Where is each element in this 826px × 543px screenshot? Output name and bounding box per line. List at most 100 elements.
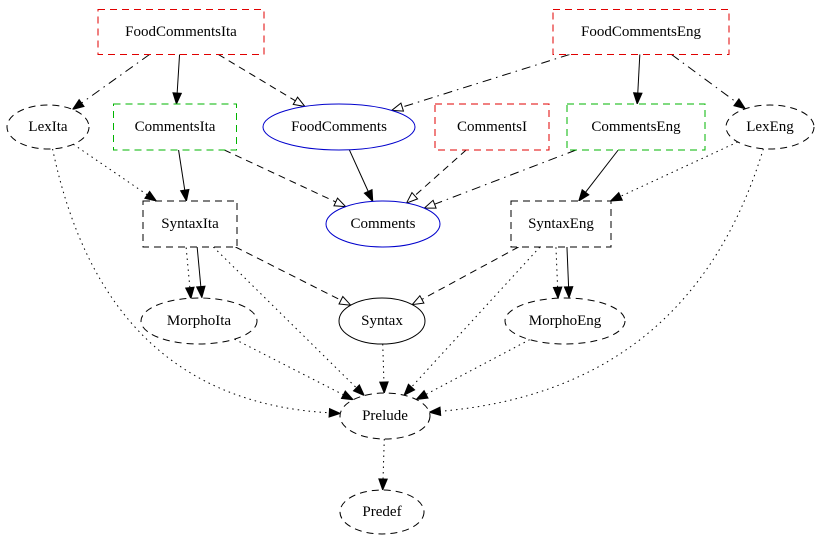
node-shape-FoodCommentsEng: [552, 9, 730, 55]
node-CommentsIta: CommentsIta: [113, 103, 237, 151]
edge-CommentsI-Comments: [414, 149, 467, 197]
arrowhead-icon-FoodCommentsIta-FoodComments: [292, 96, 307, 108]
edge-Syntax-Prelude: [382, 343, 385, 383]
node-shape-MorphoIta: [140, 297, 258, 345]
node-label-FoodCommentsEng: FoodCommentsEng: [581, 24, 702, 40]
node-shape-CommentsIta: [113, 103, 237, 151]
arrowhead-icon-Prelude-Predef: [378, 478, 388, 492]
node-shape-Predef: [339, 489, 425, 535]
node-FoodCommentsEng: FoodCommentsEng: [552, 9, 730, 55]
node-label-FoodComments: FoodComments: [291, 119, 387, 135]
node-label-FoodCommentsIta: FoodCommentsIta: [125, 24, 237, 40]
node-label-CommentsIta: CommentsIta: [135, 119, 216, 135]
arrowhead-icon-LexEng-Prelude: [427, 406, 442, 417]
node-CommentsI: CommentsI: [434, 103, 550, 151]
edge-CommentsIta-SyntaxIta: [178, 149, 186, 191]
arrowhead-icon-MorphoIta-Prelude: [340, 390, 355, 401]
edge-CommentsEng-SyntaxEng: [585, 149, 619, 193]
node-label-Prelude: Prelude: [362, 408, 408, 424]
node-label-CommentsEng: CommentsEng: [591, 119, 681, 135]
node-Prelude: Prelude: [339, 392, 431, 440]
node-label-SyntaxEng: SyntaxEng: [528, 216, 594, 232]
edge-SyntaxIta-Syntax: [235, 246, 342, 301]
node-shape-FoodComments: [262, 103, 416, 151]
node-label-MorphoIta: MorphoIta: [167, 313, 231, 329]
node-MorphoIta: MorphoIta: [140, 297, 258, 345]
node-Predef: Predef: [339, 489, 425, 535]
edge-LexEng-Prelude: [440, 148, 764, 412]
node-shape-Syntax: [338, 297, 426, 345]
arrowhead-icon-CommentsI-Comments: [405, 191, 419, 204]
node-FoodComments: FoodComments: [262, 103, 416, 151]
arrowhead-icon-CommentsEng-SyntaxEng: [577, 188, 590, 203]
edge-CommentsIta-Comments: [224, 149, 336, 203]
arrowhead-icon-SyntaxIta-MorphoIta: [195, 285, 206, 299]
node-label-Syntax: Syntax: [361, 313, 403, 329]
edge-FoodCommentsEng-CommentsEng: [637, 54, 641, 94]
node-label-SyntaxIta: SyntaxIta: [161, 216, 219, 232]
arrowhead-icon-FoodCommentsEng-LexEng: [733, 98, 747, 110]
node-LexEng: LexEng: [725, 104, 815, 150]
edge-Prelude-Predef: [382, 438, 385, 480]
edge-SyntaxEng-Syntax: [421, 246, 519, 300]
arrowhead-icon-FoodCommentsIta-CommentsIta: [172, 92, 183, 106]
node-label-LexIta: LexIta: [28, 119, 67, 135]
edge-LexIta-SyntaxIta: [73, 143, 148, 196]
node-shape-Prelude: [339, 392, 431, 440]
node-Comments: Comments: [325, 200, 441, 248]
edge-MorphoEng-Prelude: [425, 339, 530, 395]
edge-FoodCommentsEng-LexEng: [671, 54, 737, 103]
edge-FoodCommentsIta-LexIta: [81, 54, 150, 104]
node-label-CommentsI: CommentsI: [457, 119, 527, 135]
arrowhead-icon-SyntaxEng-Syntax: [410, 294, 425, 306]
arrowhead-icon-LexIta-SyntaxIta: [144, 190, 158, 202]
edge-MorphoIta-Prelude: [234, 338, 344, 396]
edge-SyntaxEng-MorphoEng: [555, 247, 559, 288]
edge-FoodCommentsIta-FoodComments: [218, 54, 296, 102]
arrowhead-icon-SyntaxIta-MorphoIta: [184, 286, 195, 300]
node-shape-CommentsEng: [566, 103, 706, 151]
arrowhead-icon-LexEng-SyntaxEng: [609, 191, 624, 202]
edge-LexIta-Prelude: [52, 148, 330, 414]
edge-FoodComments-Comments: [348, 149, 369, 192]
node-label-MorphoEng: MorphoEng: [529, 313, 602, 329]
node-CommentsEng: CommentsEng: [566, 103, 706, 151]
node-LexIta: LexIta: [6, 104, 90, 150]
node-shape-FoodCommentsIta: [97, 9, 265, 55]
node-shape-MorphoEng: [504, 297, 626, 345]
edge-FoodCommentsEng-FoodComments: [402, 54, 570, 108]
node-MorphoEng: MorphoEng: [504, 297, 626, 345]
arrowhead-icon-SyntaxEng-MorphoEng: [563, 286, 574, 300]
node-shape-CommentsI: [434, 103, 550, 151]
arrowhead-icon-FoodCommentsIta-LexIta: [71, 98, 85, 111]
node-SyntaxIta: SyntaxIta: [142, 200, 238, 248]
node-Syntax: Syntax: [338, 297, 426, 345]
node-label-Comments: Comments: [350, 216, 415, 232]
arrowhead-icon-FoodCommentsEng-FoodComments: [390, 102, 405, 112]
arrowhead-icon-CommentsIta-SyntaxIta: [179, 188, 190, 203]
arrowhead-icon-CommentsIta-Comments: [333, 197, 347, 208]
node-shape-LexEng: [725, 104, 815, 150]
arrowhead-icon-Syntax-Prelude: [378, 381, 389, 395]
node-label-LexEng: LexEng: [746, 119, 794, 135]
node-shape-Comments: [325, 200, 441, 248]
arrowhead-icon-SyntaxIta-Prelude: [352, 384, 366, 397]
arrowhead-icon-LexIta-Prelude: [328, 407, 342, 418]
edge-SyntaxIta-MorphoIta: [185, 247, 191, 288]
node-shape-LexIta: [6, 104, 90, 150]
node-FoodCommentsIta: FoodCommentsIta: [97, 9, 265, 55]
arrowhead-icon-SyntaxEng-Prelude: [403, 383, 416, 397]
edge-SyntaxEng-MorphoEng: [566, 246, 570, 287]
arrowhead-icon-CommentsEng-Comments: [423, 199, 437, 209]
node-SyntaxEng: SyntaxEng: [510, 200, 612, 248]
node-shape-SyntaxEng: [510, 200, 612, 248]
arrowhead-icon-FoodComments-Comments: [363, 188, 374, 203]
arrowhead-icon-MorphoEng-Prelude: [415, 389, 429, 401]
node-shape-SyntaxIta: [142, 200, 238, 248]
edge-FoodCommentsIta-CommentsIta: [176, 54, 181, 94]
edge-CommentsEng-Comments: [434, 149, 577, 205]
edge-SyntaxIta-Prelude: [213, 246, 357, 389]
arrowhead-icon-SyntaxIta-Syntax: [338, 295, 352, 306]
